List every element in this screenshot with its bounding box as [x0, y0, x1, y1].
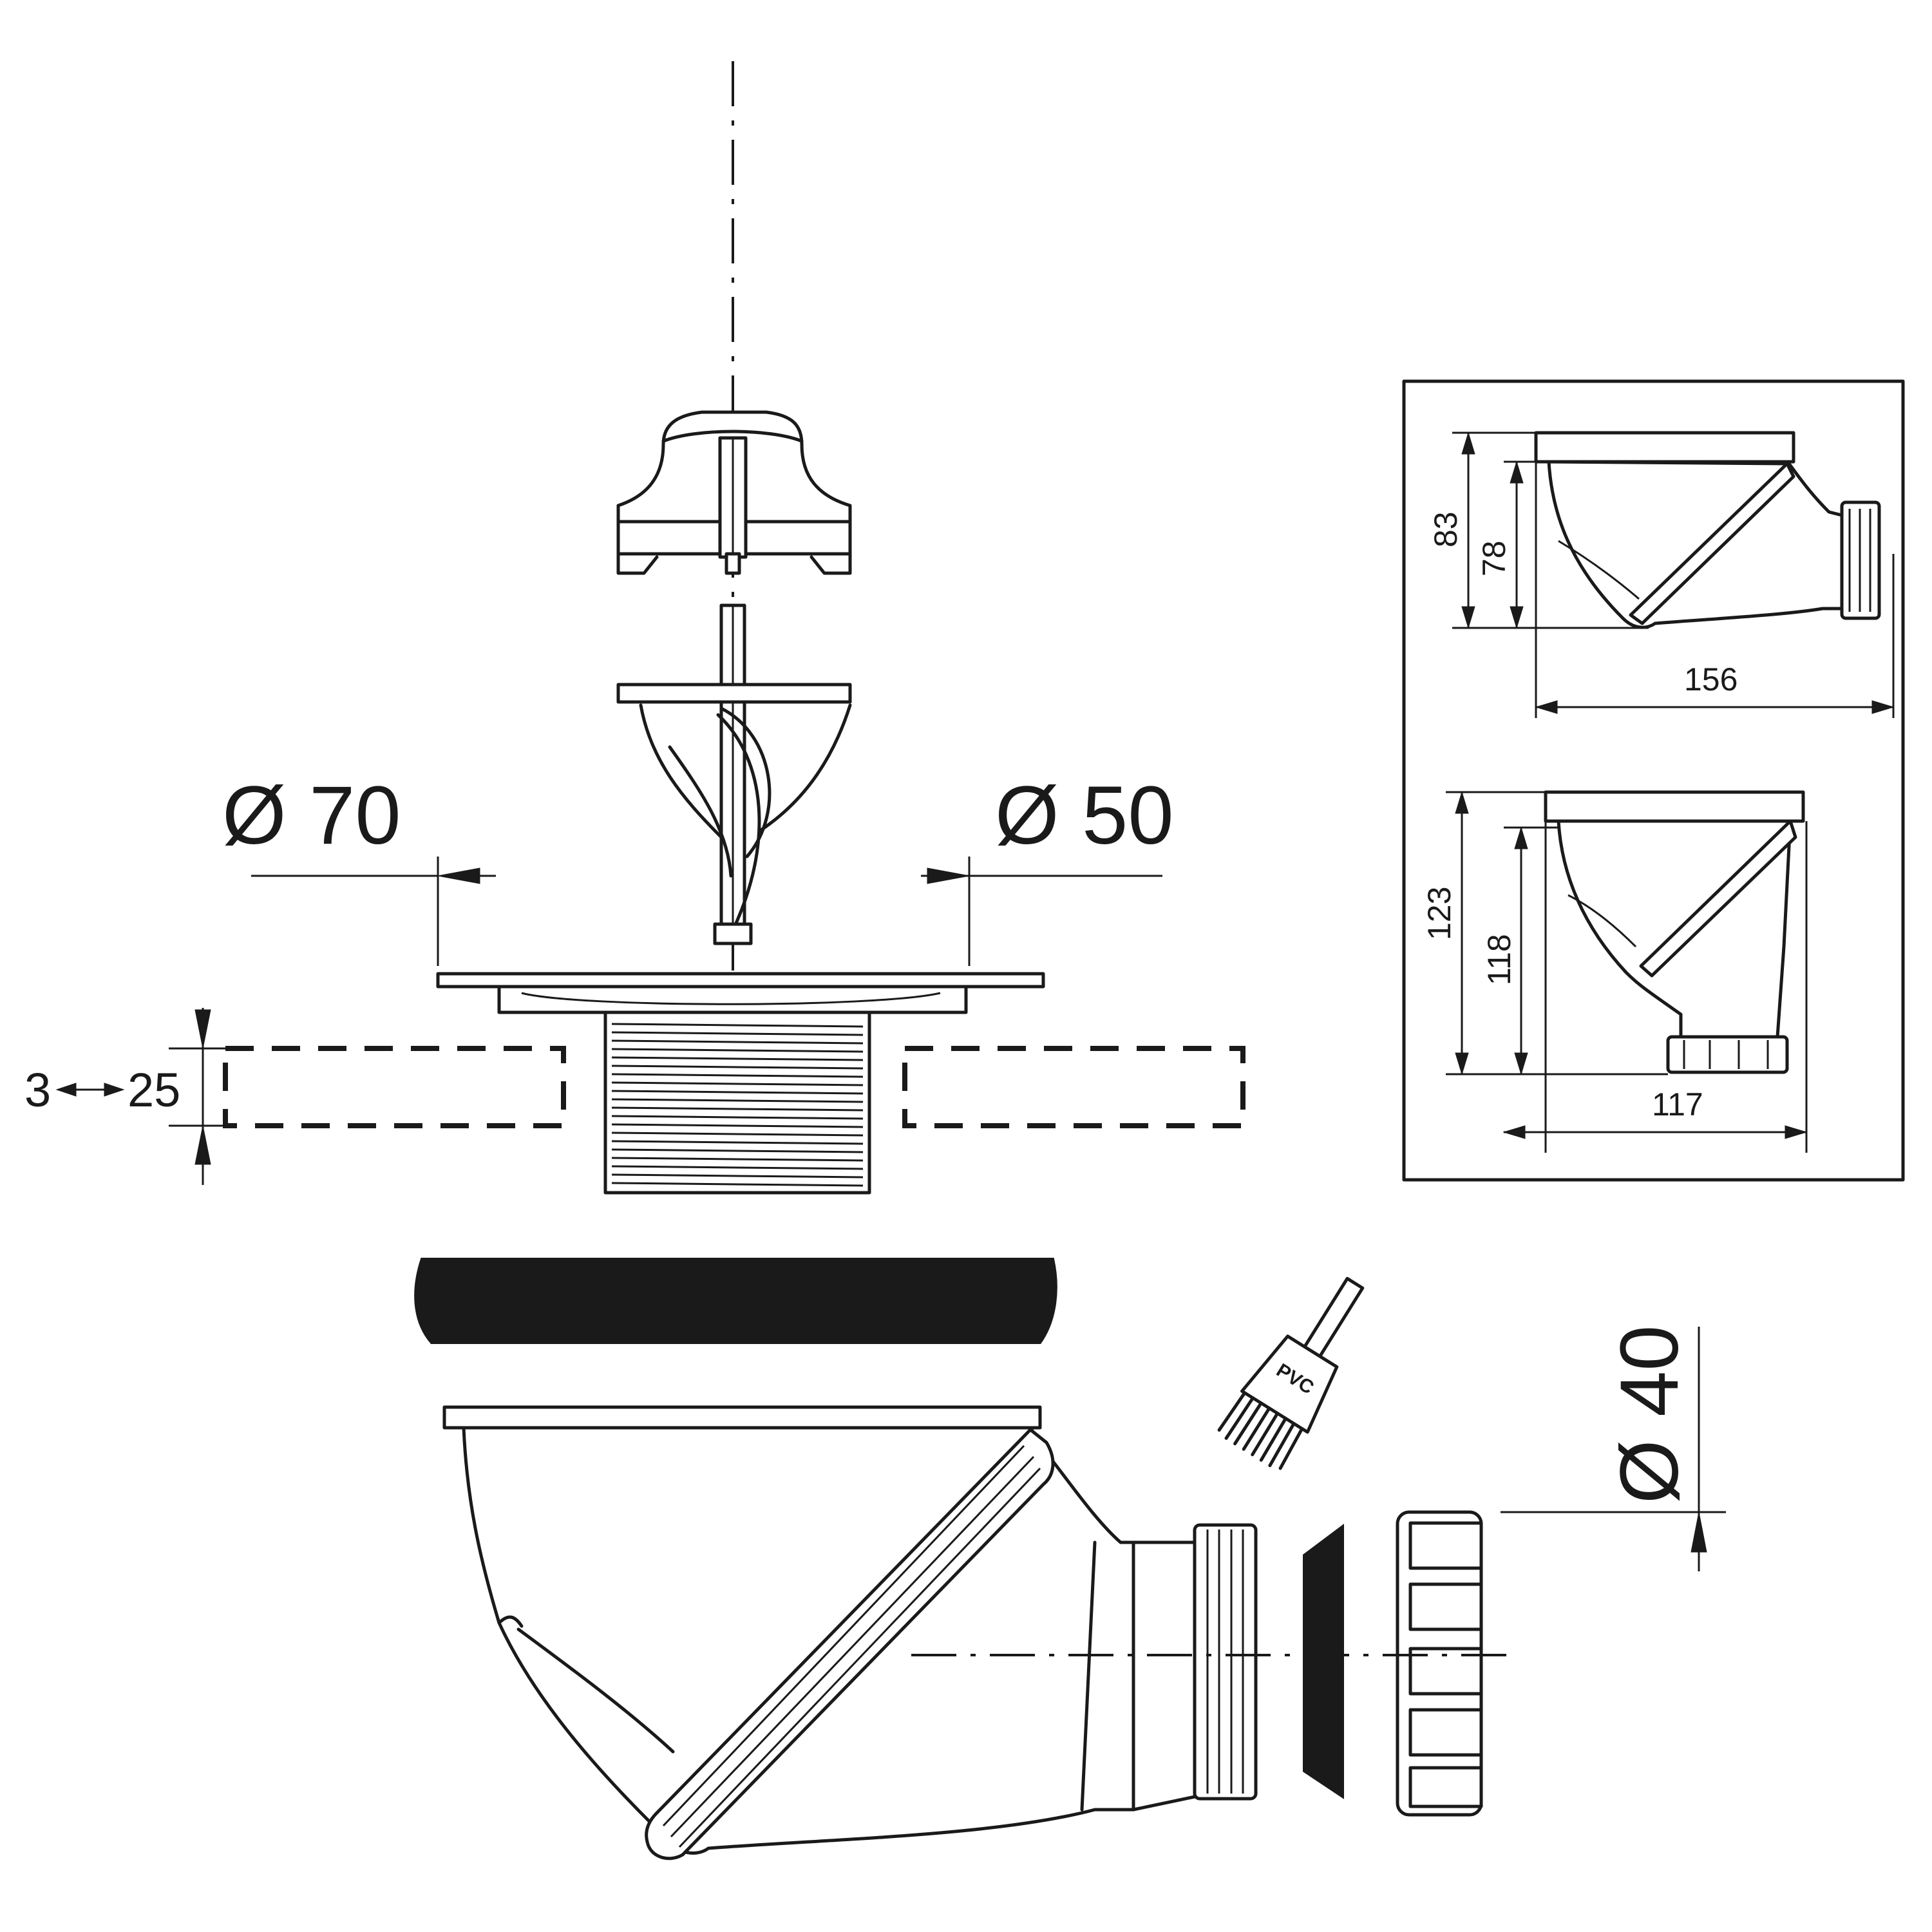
dim-side-height-body: 78 — [1476, 460, 1549, 629]
thread-line — [611, 1081, 864, 1086]
thread-line — [611, 1098, 864, 1103]
dim-inlet-diameter: Ø 70 — [222, 770, 496, 966]
thread-line — [611, 1031, 864, 1036]
rubber-gasket — [414, 1258, 1057, 1344]
outlet-washer — [1303, 1524, 1344, 1799]
inset-frame — [1402, 379, 1905, 1182]
thread-line — [611, 1039, 864, 1045]
dim-sink-thickness: 3 25 — [24, 1008, 225, 1185]
inset-side-outlet-view — [1534, 431, 1881, 629]
dim-side-height-total-label: 83 — [1428, 511, 1464, 547]
dim-vertical-height-body-label: 118 — [1481, 934, 1517, 985]
thread-line — [611, 1115, 864, 1120]
outlet-nut — [1396, 1510, 1483, 1817]
outlet-spigot — [1132, 1523, 1258, 1812]
dim-side-length: 156 — [1535, 462, 1895, 718]
dim-thickness-min-label: 3 — [24, 1063, 51, 1117]
trap-body — [442, 1405, 1135, 1861]
thread-line — [611, 1073, 864, 1078]
dim-outlet-diameter: Ø 40 — [1501, 1325, 1726, 1571]
plug-stem — [616, 603, 852, 945]
sink-wall-right — [902, 1046, 1245, 1128]
dim-vertical-height-body: 118 — [1481, 826, 1558, 1075]
thread-line — [611, 1148, 864, 1153]
pvc-brush-icon: PVC — [1217, 1276, 1365, 1470]
thread-line — [611, 1056, 864, 1061]
thread-line — [611, 1065, 864, 1070]
thread-line — [611, 1123, 864, 1128]
dim-inlet-diameter-label: Ø 70 — [222, 770, 401, 862]
thread-line — [611, 1173, 864, 1179]
inset-vertical-outlet-view — [1544, 790, 1805, 1074]
dim-side-height-total: 83 — [1428, 431, 1649, 629]
thread-line — [611, 1090, 864, 1095]
dim-vertical-length-label: 117 — [1652, 1086, 1703, 1122]
dim-thickness-max-label: 25 — [128, 1063, 180, 1117]
thread-line — [611, 1023, 864, 1028]
thread-line — [611, 1182, 864, 1187]
thread-line — [611, 1140, 864, 1145]
dim-plug-diameter: Ø 50 — [921, 770, 1174, 966]
sink-wall-left — [223, 1046, 566, 1128]
dim-plug-diameter-label: Ø 50 — [995, 770, 1174, 862]
thread-line — [611, 1132, 864, 1137]
dim-side-length-label: 156 — [1684, 661, 1738, 697]
thread-line — [611, 1048, 864, 1053]
threaded-body — [603, 1010, 871, 1195]
dim-side-height-body-label: 78 — [1476, 540, 1512, 576]
thread-line — [611, 1106, 864, 1112]
waste-flange — [436, 972, 1045, 1014]
dim-vertical-height-total-label: 123 — [1421, 887, 1457, 940]
plug-cap — [616, 410, 852, 575]
thread-line — [611, 1165, 864, 1170]
dim-vertical-length: 117 — [1502, 821, 1808, 1153]
dim-outlet-diameter-label: Ø 40 — [1604, 1325, 1696, 1504]
dim-vertical-height-total: 123 — [1421, 791, 1668, 1075]
thread-line — [611, 1157, 864, 1162]
